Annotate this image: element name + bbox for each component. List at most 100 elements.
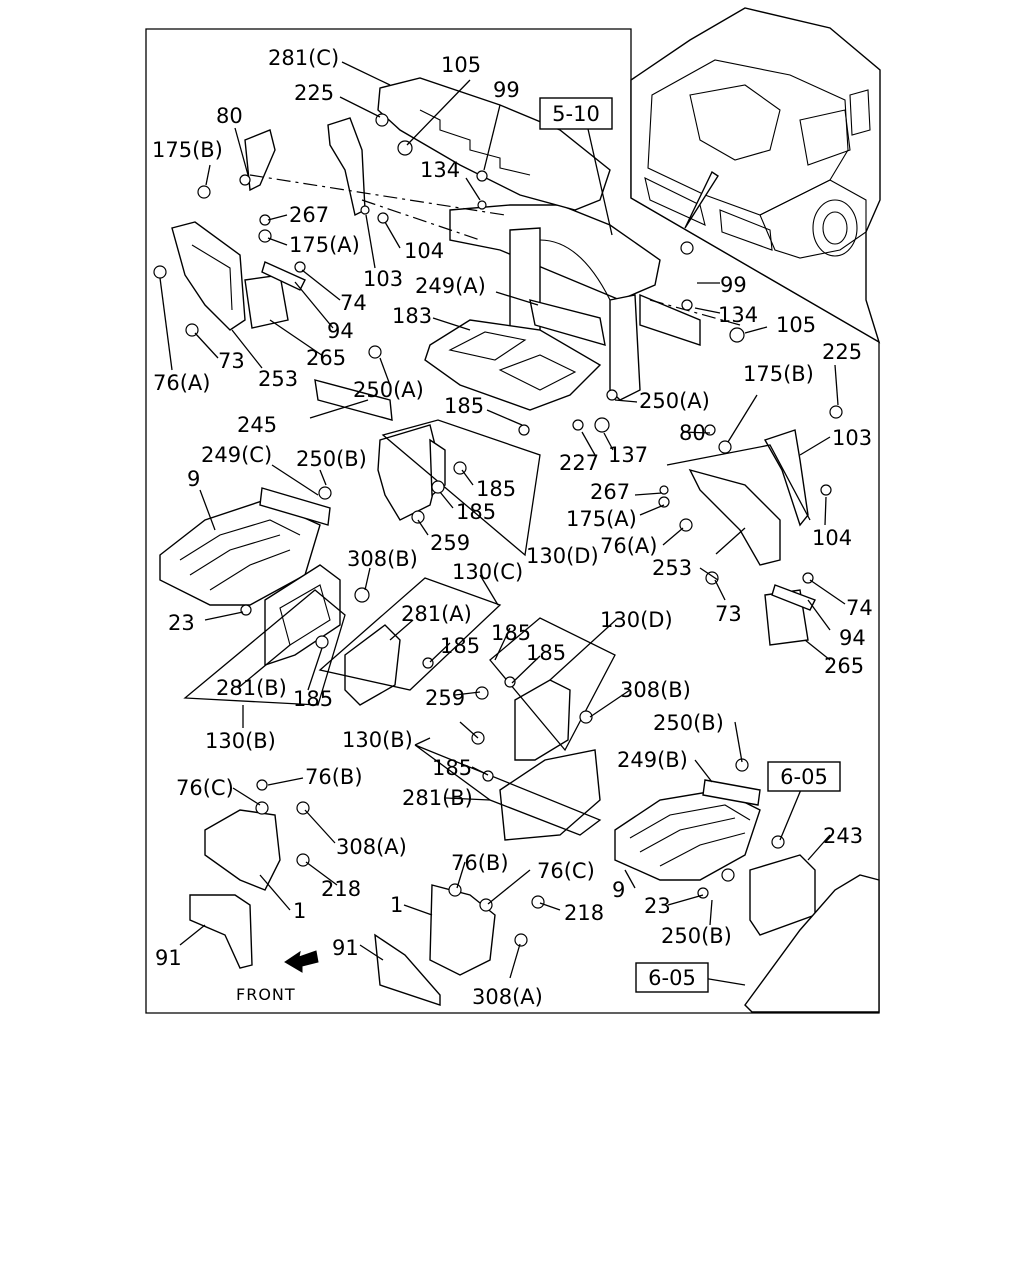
- part-281c: [377, 77, 611, 211]
- label-76c-right: 76(C): [537, 859, 595, 883]
- label-80-left: 80: [216, 104, 243, 128]
- label-130d-right: 130(D): [600, 608, 673, 632]
- label-175b-left: 175(B): [152, 138, 223, 162]
- reference-box-6-05-lower: 6-05: [635, 962, 709, 993]
- label-281b-left: 281(B): [216, 676, 287, 700]
- label-9-left: 9: [187, 467, 200, 491]
- label-185-a: 185: [444, 394, 484, 418]
- ref-6-05-upper: 6-05: [780, 765, 828, 789]
- part-94-right: [771, 584, 816, 611]
- label-175b-right: 175(B): [743, 362, 814, 386]
- label-23-right: 23: [644, 894, 671, 918]
- step-right: [614, 779, 761, 881]
- label-250b-left: 250(B): [296, 447, 367, 471]
- axis-line-left: [361, 199, 481, 241]
- part-130d-right: [514, 679, 571, 761]
- mudguard-right: [374, 884, 496, 1006]
- label-73-left: 73: [218, 349, 245, 373]
- ref-6-05-lower: 6-05: [648, 966, 696, 990]
- label-267-right: 267: [590, 480, 630, 504]
- label-259-bottom: 259: [425, 686, 465, 710]
- label-281c: 281(C): [268, 46, 339, 70]
- label-76b-right: 76(B): [451, 851, 509, 875]
- label-9-right: 9: [612, 878, 625, 902]
- fender-right: [744, 874, 880, 1013]
- label-259-top: 259: [430, 531, 470, 555]
- label-308a-left: 308(A): [336, 835, 407, 859]
- label-281b-right: 281(B): [402, 786, 473, 810]
- label-130c: 130(C): [452, 560, 523, 584]
- truck-cab-inset: [630, 7, 881, 344]
- label-185-g: 185: [293, 687, 333, 711]
- label-218-left: 218: [321, 877, 361, 901]
- label-94-left: 94: [327, 319, 354, 343]
- label-130b-center: 130(B): [342, 728, 413, 752]
- label-74-right: 74: [846, 596, 873, 620]
- label-104-right: 104: [812, 526, 852, 550]
- label-76a-left: 76(A): [153, 371, 210, 395]
- label-243: 243: [823, 824, 863, 848]
- label-74-left: 74: [340, 291, 367, 315]
- part-281a: [344, 624, 401, 706]
- cab-crossmember: [449, 204, 701, 401]
- right-bracket-group: [666, 429, 811, 566]
- front-label: FRONT: [236, 985, 296, 1004]
- label-73-right: 73: [715, 602, 742, 626]
- label-91-left: 91: [155, 946, 182, 970]
- label-250a-left: 250(A): [353, 378, 424, 402]
- label-130b-left: 130(B): [205, 729, 276, 753]
- leader-lines: [159, 61, 846, 986]
- label-183: 183: [392, 304, 432, 328]
- label-99-right: 99: [720, 273, 747, 297]
- part-281b-right: [499, 749, 601, 841]
- label-105-right: 105: [776, 313, 816, 337]
- part-265-left: [244, 274, 289, 329]
- label-253-left: 253: [258, 367, 298, 391]
- mudguard-left: [189, 809, 281, 969]
- label-76a-right: 76(A): [600, 534, 657, 558]
- part-249a: [529, 299, 606, 346]
- label-225-top: 225: [294, 81, 334, 105]
- label-91-right: 91: [332, 936, 359, 960]
- label-267-left: 267: [289, 203, 329, 227]
- label-185-h: 185: [432, 756, 472, 780]
- reference-box-6-05-upper: 6-05: [767, 761, 841, 792]
- label-175a-left: 175(A): [289, 233, 360, 257]
- axis-line-right: [649, 299, 741, 326]
- label-99-top: 99: [493, 78, 520, 102]
- label-103-left: 103: [363, 267, 403, 291]
- label-134-top: 134: [420, 158, 460, 182]
- label-265-right: 265: [824, 654, 864, 678]
- label-227: 227: [559, 451, 599, 475]
- label-249b: 249(B): [617, 748, 688, 772]
- label-308b-right: 308(B): [620, 678, 691, 702]
- label-225-right: 225: [822, 340, 862, 364]
- label-281a: 281(A): [401, 602, 472, 626]
- label-185-c: 185: [456, 500, 496, 524]
- label-1-left: 1: [293, 899, 306, 923]
- label-185-d: 185: [440, 634, 480, 658]
- label-76b-left: 76(B): [305, 765, 363, 789]
- ref-5-10: 5-10: [552, 102, 600, 126]
- label-185-f: 185: [526, 641, 566, 665]
- label-1-right: 1: [390, 893, 403, 917]
- label-23-left: 23: [168, 611, 195, 635]
- label-130d-upper: 130(D): [526, 544, 599, 568]
- label-103-right: 103: [832, 426, 872, 450]
- label-104-left: 104: [404, 239, 444, 263]
- label-76c-left: 76(C): [176, 776, 234, 800]
- label-265-left: 265: [306, 346, 346, 370]
- label-175a-right: 175(A): [566, 507, 637, 531]
- left-bracket-group: [171, 117, 366, 331]
- label-250a-right: 250(A): [639, 389, 710, 413]
- label-105-top: 105: [441, 53, 481, 77]
- reference-box-5-10: 5-10: [539, 97, 613, 236]
- label-134-right: 134: [718, 303, 758, 327]
- label-80-right: 80: [679, 421, 706, 445]
- label-250b-right: 250(B): [653, 711, 724, 735]
- label-249a: 249(A): [415, 274, 486, 298]
- part-94-left: [261, 261, 306, 291]
- label-185-e: 185: [491, 621, 531, 645]
- label-94-right: 94: [839, 626, 866, 650]
